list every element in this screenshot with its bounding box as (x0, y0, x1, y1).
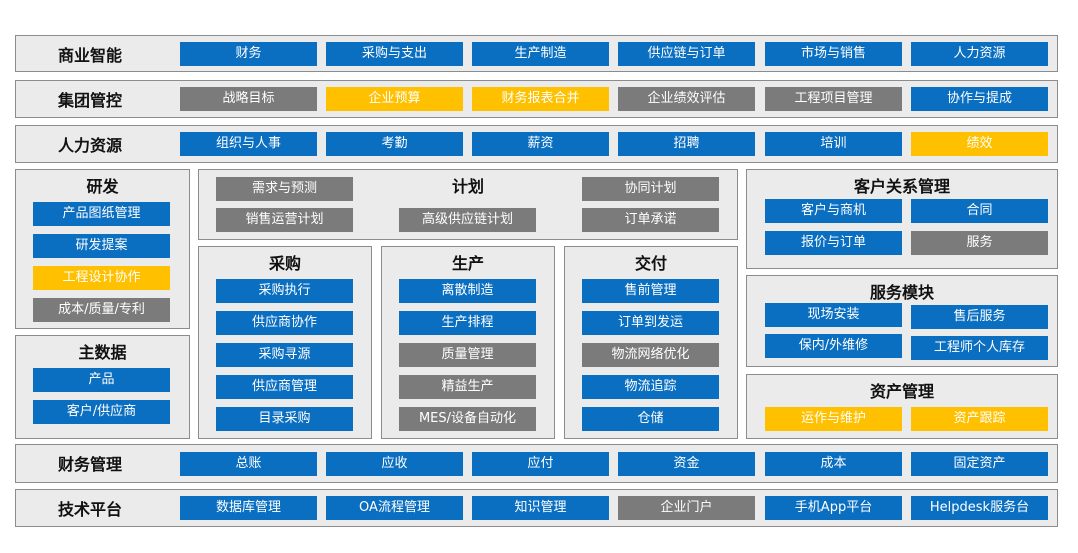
plan-demand-forecast[interactable]: 需求与预测 (216, 177, 353, 201)
purchase-catalog[interactable]: 目录采购 (216, 407, 353, 431)
production-panel (381, 246, 555, 439)
service-engineer-inventory[interactable]: 工程师个人库存 (911, 336, 1048, 360)
finance-cost[interactable]: 成本 (765, 452, 902, 476)
production-mes[interactable]: MES/设备自动化 (399, 407, 536, 431)
delivery-title: 交付 (634, 254, 667, 273)
finance-title: 财务管理 (57, 455, 122, 474)
plan-sop[interactable]: 销售运营计划 (216, 208, 353, 232)
rnd-drawing-mgmt[interactable]: 产品图纸管理 (33, 202, 170, 226)
crm-contract[interactable]: 合同 (911, 199, 1048, 223)
tech-mobile-app[interactable]: 手机App平台 (765, 496, 902, 520)
finance-general-ledger[interactable]: 总账 (180, 452, 317, 476)
purchase-supplier-collab[interactable]: 供应商协作 (216, 311, 353, 335)
tech-title: 技术平台 (57, 500, 122, 519)
bi-finance[interactable]: 财务 (180, 42, 317, 66)
bi-marketing-sales[interactable]: 市场与销售 (765, 42, 902, 66)
hr-attendance[interactable]: 考勤 (326, 132, 463, 156)
group-project-mgmt[interactable]: 工程项目管理 (765, 87, 902, 111)
purchase-title: 采购 (268, 254, 301, 273)
production-quality[interactable]: 质量管理 (399, 343, 536, 367)
asset-tracking[interactable]: 资产跟踪 (911, 407, 1048, 431)
delivery-presales[interactable]: 售前管理 (582, 279, 719, 303)
tech-knowledge-mgmt[interactable]: 知识管理 (472, 496, 609, 520)
bi-title: 商业智能 (57, 46, 122, 65)
crm-title: 客户关系管理 (853, 177, 950, 196)
hr-title: 人力资源 (57, 136, 122, 155)
group-consolidation[interactable]: 财务报表合并 (472, 87, 609, 111)
delivery-network-opt[interactable]: 物流网络优化 (582, 343, 719, 367)
plan-order-promising[interactable]: 订单承诺 (582, 208, 719, 232)
purchase-execution[interactable]: 采购执行 (216, 279, 353, 303)
group-performance[interactable]: 企业绩效评估 (618, 87, 755, 111)
master-title: 主数据 (78, 343, 127, 362)
production-lean[interactable]: 精益生产 (399, 375, 536, 399)
production-discrete[interactable]: 离散制造 (399, 279, 536, 303)
plan-collab-planning[interactable]: 协同计划 (582, 177, 719, 201)
service-title: 服务模块 (869, 283, 934, 302)
rnd-title: 研发 (86, 177, 119, 196)
finance-receivable[interactable]: 应收 (326, 452, 463, 476)
rnd-cost-quality-patent[interactable]: 成本/质量/专利 (33, 298, 170, 322)
asset-operation-maintenance[interactable]: 运作与维护 (765, 407, 902, 431)
group-strategy-goals[interactable]: 战略目标 (180, 87, 317, 111)
purchase-sourcing[interactable]: 采购寻源 (216, 343, 353, 367)
group-budget[interactable]: 企业预算 (326, 87, 463, 111)
bi-human-resources[interactable]: 人力资源 (911, 42, 1048, 66)
finance-fixed-assets[interactable]: 固定资产 (911, 452, 1048, 476)
service-warranty-repair[interactable]: 保内/外维修 (765, 334, 902, 358)
rnd-design-collab[interactable]: 工程设计协作 (33, 266, 170, 290)
service-after-sales[interactable]: 售后服务 (911, 305, 1048, 329)
purchase-supplier-mgmt[interactable]: 供应商管理 (216, 375, 353, 399)
delivery-order-to-ship[interactable]: 订单到发运 (582, 311, 719, 335)
plan-title: 计划 (451, 177, 484, 196)
hr-training[interactable]: 培训 (765, 132, 902, 156)
tech-helpdesk[interactable]: Helpdesk服务台 (911, 496, 1048, 520)
bi-manufacturing[interactable]: 生产制造 (472, 42, 609, 66)
plan-advanced-scp[interactable]: 高级供应链计划 (399, 208, 536, 232)
hr-recruiting[interactable]: 招聘 (618, 132, 755, 156)
hr-org-personnel[interactable]: 组织与人事 (180, 132, 317, 156)
delivery-tracking[interactable]: 物流追踪 (582, 375, 719, 399)
production-title: 生产 (451, 254, 484, 273)
delivery-warehousing[interactable]: 仓储 (582, 407, 719, 431)
delivery-panel (564, 246, 738, 439)
purchase-panel (198, 246, 372, 439)
crm-quote-order[interactable]: 报价与订单 (765, 231, 902, 255)
hr-payroll[interactable]: 薪资 (472, 132, 609, 156)
tech-enterprise-portal[interactable]: 企业门户 (618, 496, 755, 520)
rnd-proposal[interactable]: 研发提案 (33, 234, 170, 258)
tech-database-mgmt[interactable]: 数据库管理 (180, 496, 317, 520)
production-scheduling[interactable]: 生产排程 (399, 311, 536, 335)
group-title: 集团管控 (57, 91, 122, 110)
finance-payable[interactable]: 应付 (472, 452, 609, 476)
bi-procurement-spend[interactable]: 采购与支出 (326, 42, 463, 66)
service-installation[interactable]: 现场安装 (765, 303, 902, 327)
asset-title: 资产管理 (869, 382, 934, 401)
master-customer-supplier[interactable]: 客户/供应商 (33, 400, 170, 424)
tech-oa-workflow[interactable]: OA流程管理 (326, 496, 463, 520)
bi-supply-chain-orders[interactable]: 供应链与订单 (618, 42, 755, 66)
crm-service[interactable]: 服务 (911, 231, 1048, 255)
finance-treasury[interactable]: 资金 (618, 452, 755, 476)
hr-performance[interactable]: 绩效 (911, 132, 1048, 156)
master-product[interactable]: 产品 (33, 368, 170, 392)
crm-customer-opportunity[interactable]: 客户与商机 (765, 199, 902, 223)
group-collab-commission[interactable]: 协作与提成 (911, 87, 1048, 111)
